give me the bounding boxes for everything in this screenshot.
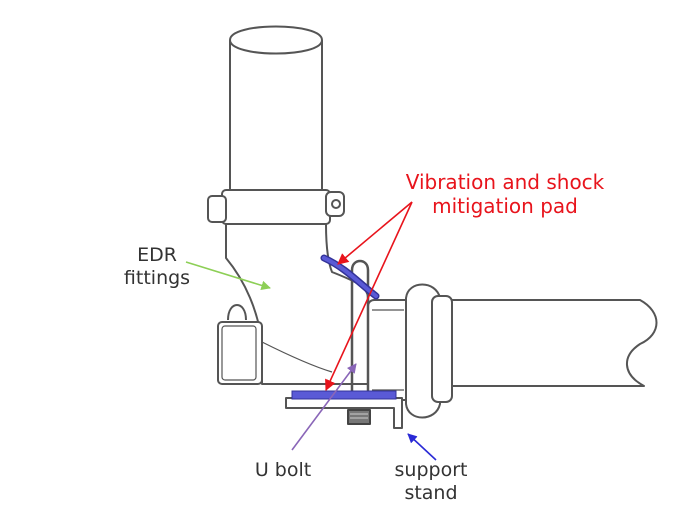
horizontal-pipe <box>444 299 658 387</box>
right-flange-clamp <box>367 283 453 419</box>
edr-fittings-label: EDR fittings <box>112 244 202 290</box>
edr-fittings-arrow <box>185 261 271 291</box>
support-stand-label: support stand <box>376 459 486 505</box>
vibration-pad-label-line2: mitigation pad <box>432 194 578 219</box>
support-stand-arrow <box>407 433 437 461</box>
u-bolt-label-text: U bolt <box>254 459 312 481</box>
top-pipe-clamp <box>207 189 345 225</box>
u-bolt-label: U bolt <box>238 459 328 482</box>
vibration-pad-flat <box>291 390 397 400</box>
edr-fittings-label-line2: fittings <box>123 267 191 290</box>
u-bolt-arrow <box>291 363 357 451</box>
left-flange-clamp <box>217 304 263 385</box>
vibration-arrow-lower <box>325 201 413 392</box>
u-bolt <box>347 259 371 425</box>
vibration-pad-curved <box>320 254 380 300</box>
support-stand-label-line1: support <box>394 459 468 481</box>
vibration-arrow-upper <box>337 201 413 265</box>
edr-fittings-label-line1: EDR <box>137 244 177 266</box>
support-stand-label-line2: stand <box>404 482 458 505</box>
vibration-pad-label-line1: Vibration and shock <box>405 170 605 194</box>
support-stand-plate <box>285 397 403 429</box>
vertical-pipe <box>229 25 323 191</box>
vibration-pad-label: Vibration and shock mitigation pad <box>390 170 620 219</box>
